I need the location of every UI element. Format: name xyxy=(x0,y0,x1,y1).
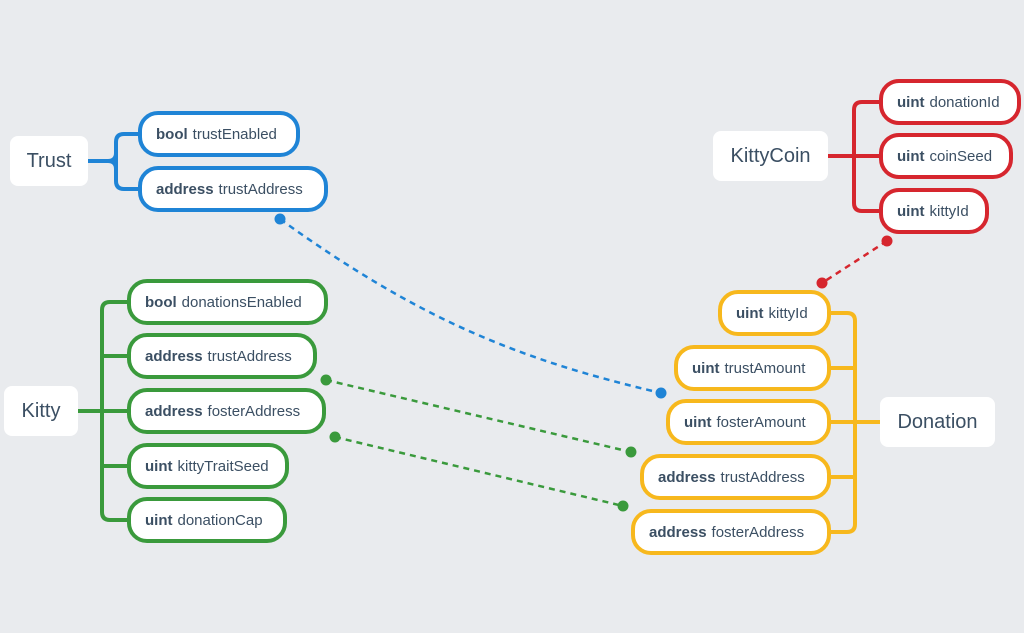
donation-bracket xyxy=(827,311,882,534)
field-type: bool xyxy=(156,125,188,143)
kitty-node: Kitty xyxy=(4,386,78,436)
kittycoin-node: KittyCoin xyxy=(713,131,828,181)
field-name: trustEnabled xyxy=(192,125,277,143)
field-name: trustAddress xyxy=(218,180,303,198)
field-name: trustAmount xyxy=(724,359,806,377)
kitty-id-link-start xyxy=(881,235,893,247)
field-name: donationsEnabled xyxy=(181,293,302,311)
trust-address-link-end xyxy=(655,387,667,399)
field-name: kittyId xyxy=(768,304,808,322)
field-name: fosterAddress xyxy=(711,523,805,541)
kitty-foster-address-link-start xyxy=(329,431,341,443)
trust-node: Trust xyxy=(10,136,88,186)
field-name: trustAddress xyxy=(207,347,292,365)
field-name: fosterAmount xyxy=(716,413,806,431)
trust-address-link-start xyxy=(274,213,286,225)
kittycoin-bracket xyxy=(826,100,883,213)
field-type: uint xyxy=(736,304,764,322)
field-name: trustAddress xyxy=(720,468,805,486)
kitty-foster-address-link-end xyxy=(617,500,629,512)
field-type: uint xyxy=(145,511,173,529)
field-name: fosterAddress xyxy=(207,402,301,420)
field-type: address xyxy=(156,180,214,198)
trust-address-link xyxy=(279,217,662,395)
kitty-foster-address-link xyxy=(334,435,624,508)
field-type: uint xyxy=(897,93,925,111)
field-name: kittyTraitSeed xyxy=(177,457,269,475)
field-type: uint xyxy=(897,202,925,220)
field-type: uint xyxy=(145,457,173,475)
field-name: donationCap xyxy=(177,511,263,529)
field-type: uint xyxy=(897,147,925,165)
field-type: address xyxy=(658,468,716,486)
kitty-trust-address-link xyxy=(325,378,632,454)
field-type: address xyxy=(649,523,707,541)
field-type: bool xyxy=(145,293,177,311)
kitty-trust-address-link-end xyxy=(625,446,637,458)
kitty-id-link xyxy=(821,239,888,285)
field-name: donationId xyxy=(929,93,1000,111)
field-type: uint xyxy=(692,359,720,377)
trust-bracket xyxy=(86,132,142,191)
field-type: address xyxy=(145,402,203,420)
field-type: address xyxy=(145,347,203,365)
kitty-id-link-end xyxy=(816,277,828,289)
donation-node: Donation xyxy=(880,397,995,447)
kitty-trust-address-link-start xyxy=(320,374,332,386)
field-type: uint xyxy=(684,413,712,431)
field-name: coinSeed xyxy=(929,147,993,165)
kitty-bracket xyxy=(76,300,131,522)
field-name: kittyId xyxy=(929,202,969,220)
